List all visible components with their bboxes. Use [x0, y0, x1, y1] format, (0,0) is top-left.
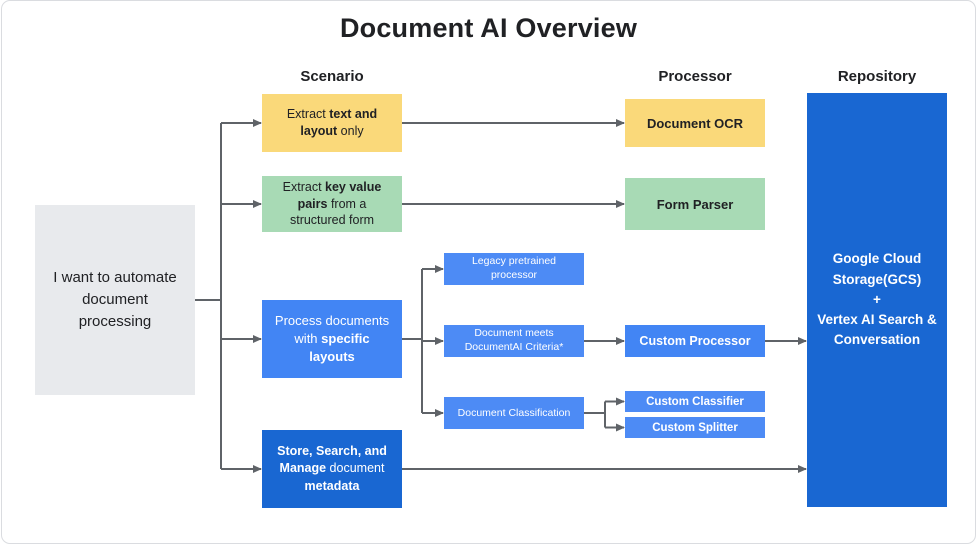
- column-header-repository: Repository: [837, 68, 917, 85]
- meets-criteria-label: Document meets DocumentAI Criteria*: [464, 327, 564, 353]
- scenario-extract-kv-label: Extract key value pairs from a structure…: [282, 179, 382, 228]
- scenario-store-search-label: Store, Search, and Manage document metad…: [277, 443, 387, 493]
- form-parser-label: Form Parser: [656, 196, 734, 212]
- document-ocr-label: Document OCR: [646, 115, 744, 131]
- scenario-extract-text-box: Extract text and layout only: [262, 94, 402, 152]
- custom-splitter-label: Custom Splitter: [652, 421, 738, 434]
- doc-classification-label: Document Classification: [457, 407, 571, 419]
- custom-splitter-box: Custom Splitter: [625, 417, 765, 438]
- column-header-processor: Processor: [658, 68, 732, 85]
- meets-criteria-box: Document meets DocumentAI Criteria*: [444, 325, 584, 357]
- intent-label: I want to automate document processing: [53, 269, 177, 330]
- repository-box: Google Cloud Storage(GCS) + Vertex AI Se…: [807, 93, 947, 507]
- custom-processor-label: Custom Processor: [639, 334, 751, 348]
- intent-box: I want to automate document processing: [35, 205, 195, 395]
- custom-classifier-label: Custom Classifier: [646, 395, 744, 408]
- repository-line2: +: [873, 291, 881, 307]
- repository-line1: Google Cloud Storage(GCS): [832, 251, 922, 287]
- scenario-specific-layouts-label: Process documents with specific layouts: [274, 312, 390, 365]
- form-parser-box: Form Parser: [625, 178, 765, 230]
- doc-classification-box: Document Classification: [444, 397, 584, 429]
- legacy-pretrained-box: Legacy pretrained processor: [444, 253, 584, 285]
- scenario-extract-kv-box: Extract key value pairs from a structure…: [262, 176, 402, 232]
- column-header-scenario: Scenario: [300, 68, 364, 85]
- scenario-store-search-box: Store, Search, and Manage document metad…: [262, 430, 402, 508]
- scenario-extract-text-label: Extract text and layout only: [286, 107, 378, 138]
- diagram-title: Document AI Overview: [339, 13, 638, 43]
- scenario-specific-layouts-box: Process documents with specific layouts: [262, 300, 402, 378]
- repository-line3: Vertex AI Search & Conversation: [817, 312, 937, 348]
- repository-label: Google Cloud Storage(GCS) + Vertex AI Se…: [815, 249, 939, 350]
- legacy-pretrained-label: Legacy pretrained processor: [471, 255, 557, 281]
- custom-classifier-box: Custom Classifier: [625, 391, 765, 412]
- custom-processor-box: Custom Processor: [625, 325, 765, 357]
- document-ocr-box: Document OCR: [625, 99, 765, 147]
